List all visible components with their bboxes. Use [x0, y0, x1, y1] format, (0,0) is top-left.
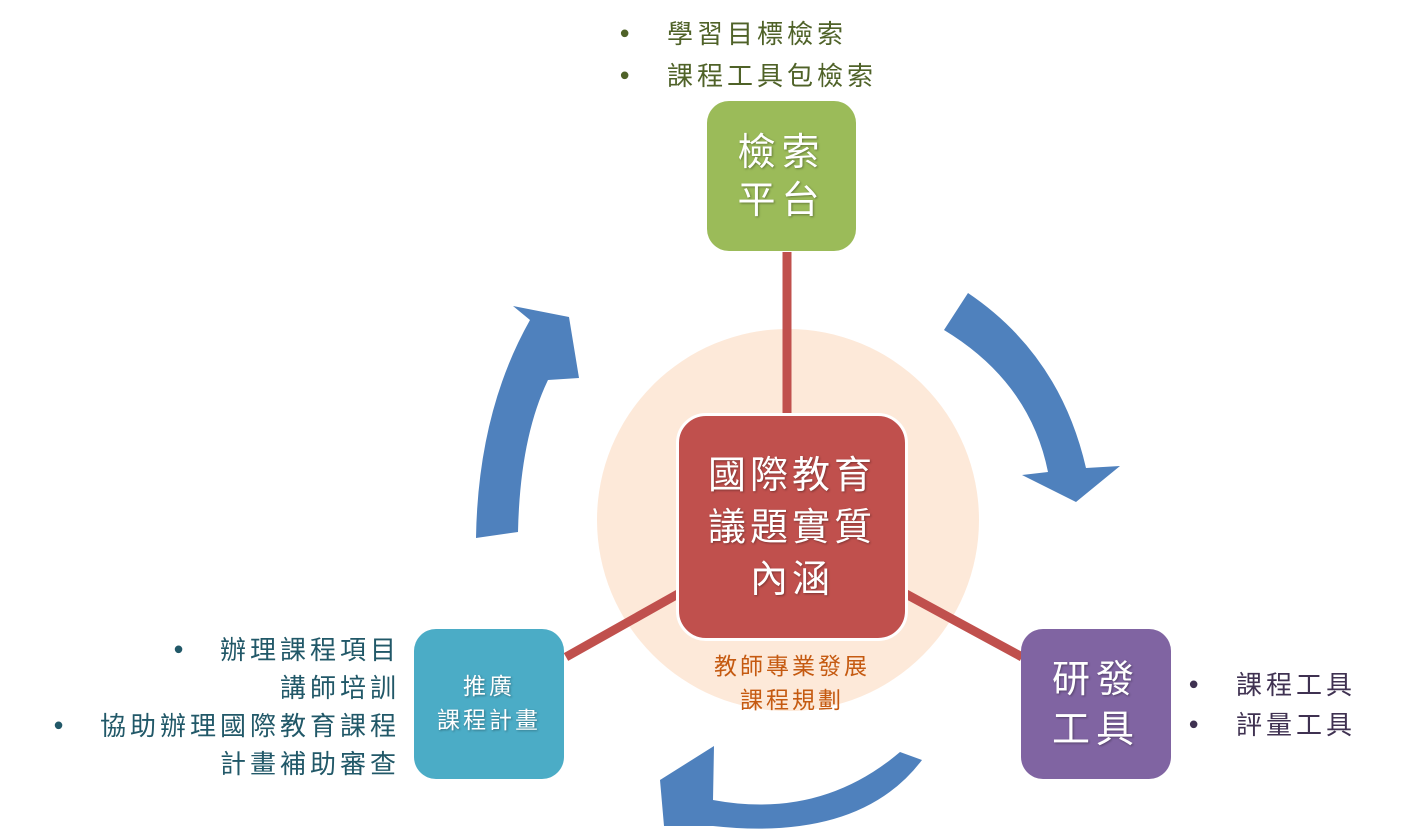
- center-line-1: 國際教育: [707, 453, 876, 497]
- search-platform-line-2: 平台: [737, 178, 826, 222]
- connector-promotion: [563, 590, 681, 661]
- promotion-box: 推廣 課程計畫: [414, 629, 564, 779]
- center-line-2: 議題實質: [707, 505, 876, 549]
- list-item: •課程工具包檢索: [617, 56, 877, 98]
- list-item: •學習目標檢索: [617, 14, 877, 56]
- bullet-dot-icon: •: [170, 636, 191, 666]
- dev-tools-box: 研發 工具: [1021, 629, 1171, 779]
- center-subtitle-line-1: 教師專業發展: [714, 654, 870, 680]
- bullet-dot-icon: •: [50, 712, 71, 742]
- center-subtitle-line-2: 課程規劃: [740, 688, 844, 714]
- cycle-arrow-bottom: [660, 746, 922, 829]
- dev-tools-bullets: •課程工具 •評量工具: [1186, 666, 1356, 746]
- center-box: 國際教育 議題實質 內涵: [676, 413, 908, 641]
- list-item: • 協助辦理國際教育課程 計畫補助審查: [10, 708, 400, 784]
- bullet-dot-icon: •: [1186, 711, 1206, 741]
- cycle-arrow-left: [476, 306, 579, 538]
- bullet-dot-icon: •: [1186, 671, 1206, 701]
- search-platform-box: 檢索 平台: [707, 101, 856, 251]
- list-item: • 辦理課程項目 講師培訓: [10, 632, 400, 708]
- promotion-bullets: • 辦理課程項目 講師培訓 • 協助辦理國際教育課程 計畫補助審查: [10, 632, 400, 784]
- dev-tools-line-2: 工具: [1051, 707, 1140, 751]
- connector-dev: [903, 590, 1025, 661]
- dev-tools-line-1: 研發: [1051, 657, 1140, 701]
- bullet-dot-icon: •: [617, 62, 637, 92]
- promotion-line-1: 推廣: [463, 674, 515, 700]
- center-line-3: 內涵: [749, 557, 834, 601]
- center-subtitle: 教師專業發展 課程規劃: [680, 650, 904, 718]
- search-platform-bullets: •學習目標檢索 •課程工具包檢索: [617, 14, 877, 98]
- promotion-line-2: 課程計畫: [437, 708, 541, 734]
- search-platform-line-1: 檢索: [737, 130, 826, 174]
- list-item: •課程工具: [1186, 666, 1356, 706]
- list-item: •評量工具: [1186, 706, 1356, 746]
- bullet-dot-icon: •: [617, 20, 637, 50]
- cycle-arrow-right: [944, 293, 1120, 502]
